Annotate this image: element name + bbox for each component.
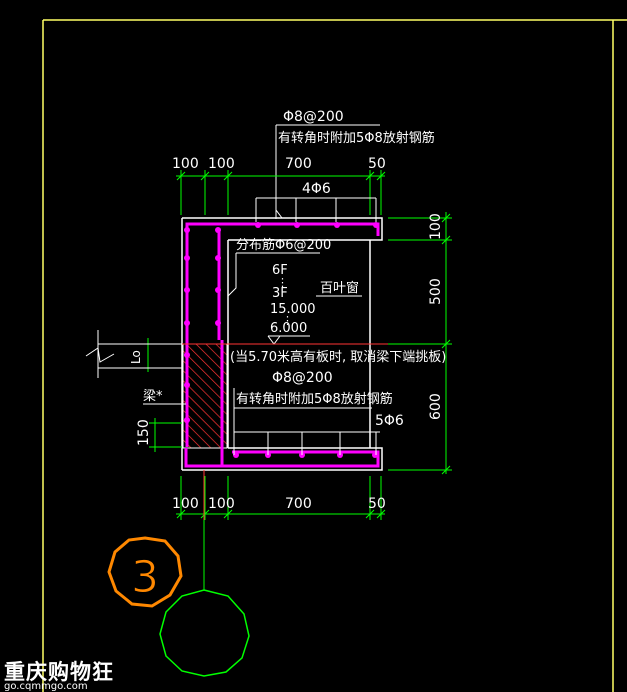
top-dim-1: 100 bbox=[172, 156, 199, 172]
beam-label: 梁* bbox=[143, 389, 163, 404]
elevation-top: 15.000 bbox=[270, 302, 316, 317]
elevation-bottom: 6.000 bbox=[270, 321, 307, 336]
top-dim-3: 700 bbox=[285, 156, 312, 172]
top-bar-count: 4Φ6 bbox=[302, 181, 331, 197]
break-line bbox=[85, 330, 182, 378]
top-rebar-label: Φ8@200 bbox=[283, 109, 344, 125]
dim-150 bbox=[149, 418, 182, 452]
elevation-marker bbox=[267, 335, 310, 345]
bottom-dim-4: 50 bbox=[368, 496, 386, 512]
drawing-frame bbox=[42, 19, 627, 692]
right-dim-3: 600 bbox=[428, 393, 444, 420]
top-rebar-leader bbox=[275, 124, 380, 219]
distribution-leader bbox=[227, 252, 320, 297]
bottom-rebar-note: 有转角时附加5Φ8放射钢筋 bbox=[236, 391, 393, 407]
dim-150-label: 150 bbox=[136, 419, 152, 446]
axis-circle bbox=[159, 589, 250, 677]
top-rebar-note: 有转角时附加5Φ8放射钢筋 bbox=[278, 130, 435, 146]
floor-bottom: 3F bbox=[272, 286, 288, 301]
bottom-dimension-line bbox=[176, 476, 386, 520]
right-dimension-line bbox=[388, 212, 452, 475]
top-dimension-line bbox=[176, 170, 386, 215]
detail-number-badge bbox=[107, 536, 183, 608]
watermark-title: 重庆购物狂 bbox=[4, 660, 114, 684]
beam-hatch bbox=[182, 343, 228, 449]
right-dim-2: 500 bbox=[428, 278, 444, 305]
bottom-dim-1: 100 bbox=[172, 496, 199, 512]
bottom-dim-2: 100 bbox=[208, 496, 235, 512]
bottom-bar-count: 5Φ6 bbox=[375, 413, 404, 429]
condition-note: (当5.70米高有板时, 取消梁下端挑板) bbox=[230, 349, 446, 365]
distribution-rebar-label: 分布筋Φ6@200 bbox=[236, 237, 331, 253]
detail-number: 3 bbox=[131, 552, 159, 603]
top-dim-4: 50 bbox=[368, 156, 386, 172]
lo-dimension bbox=[142, 338, 182, 372]
bottom-rebar-leader bbox=[233, 388, 372, 432]
floor-dots: ⋮ bbox=[277, 276, 288, 289]
right-dim-1: 100 bbox=[428, 213, 444, 240]
floor-top: 6F bbox=[272, 263, 288, 278]
bottom-rebar-label: Φ8@200 bbox=[272, 370, 333, 386]
bottom-bar-leader bbox=[233, 431, 380, 455]
bottom-dim-3: 700 bbox=[285, 496, 312, 512]
lo-label: Lo bbox=[129, 350, 143, 364]
watermark-url: go.cqmmgo.com bbox=[4, 681, 88, 692]
top-dim-2: 100 bbox=[208, 156, 235, 172]
louver-label: 百叶窗 bbox=[320, 280, 359, 296]
elevation-dots: ⋮ bbox=[282, 314, 293, 327]
